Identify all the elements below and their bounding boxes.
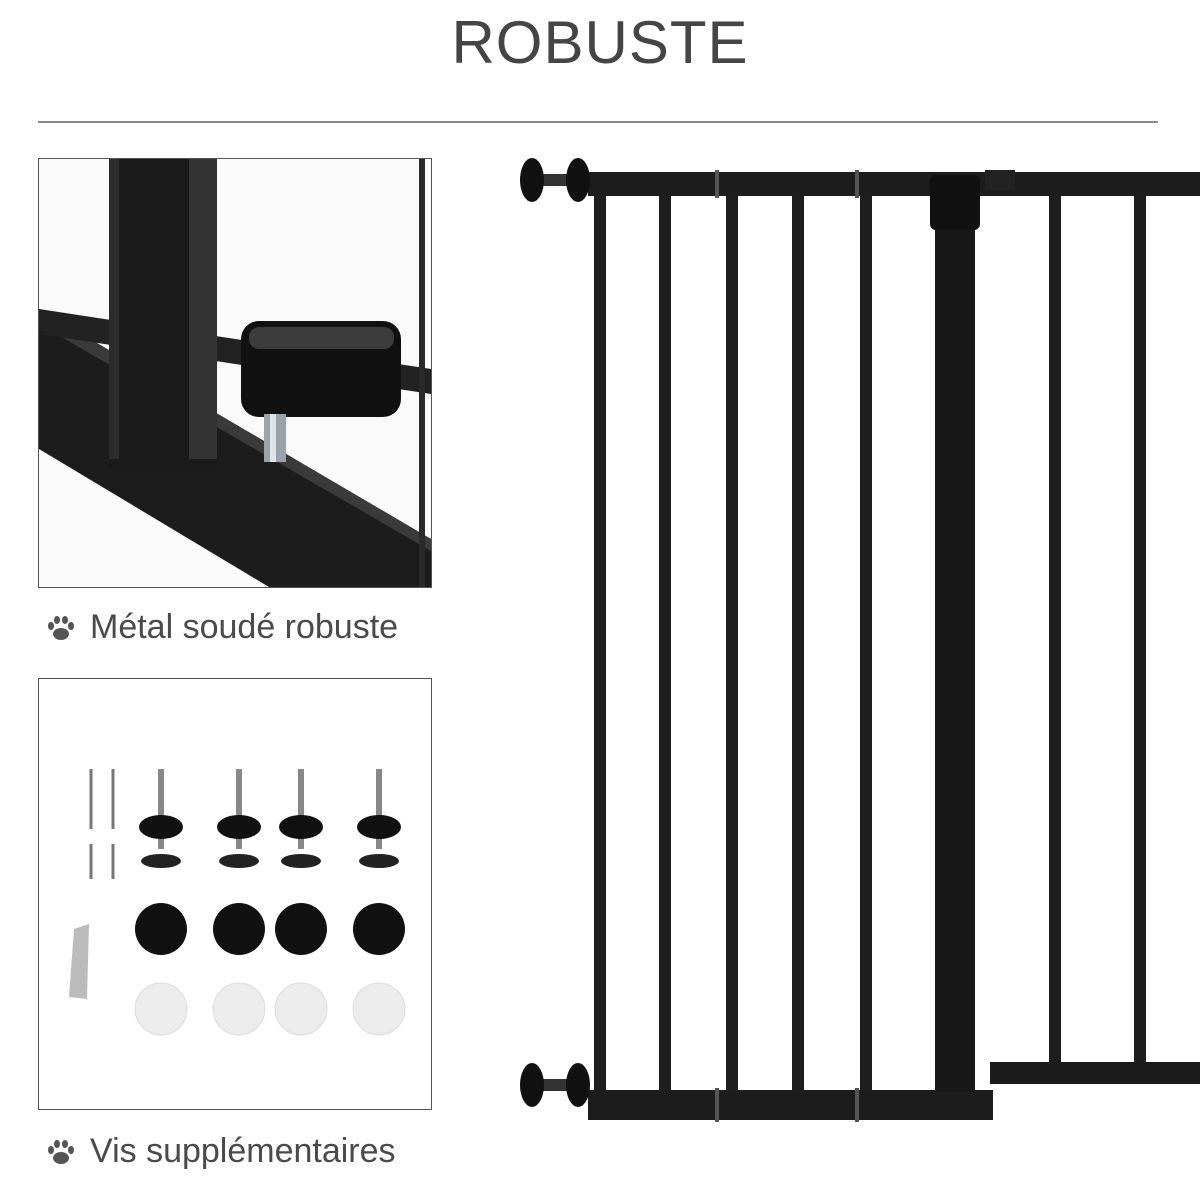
door-bottom-rail (990, 1062, 1200, 1084)
adjust-nut (139, 815, 183, 839)
feature-caption-screws: Vis supplémentaires (46, 1132, 396, 1171)
gate-bar (659, 194, 671, 1092)
gate-bar (594, 194, 606, 1092)
page-title: ROBUSTE (451, 9, 749, 76)
adjust-nut (217, 815, 261, 839)
gate-bar (792, 194, 804, 1092)
hinge (985, 170, 1015, 190)
latch-block (930, 175, 980, 230)
pressure-foot (281, 854, 321, 868)
rubber-pad (275, 903, 327, 955)
rubber-pad (135, 903, 187, 955)
caption-text: Vis supplémentaires (90, 1132, 396, 1170)
paw-icon (48, 615, 74, 640)
rubber-pad (213, 903, 265, 955)
caption-text: Métal soudé robuste (90, 608, 399, 646)
pressure-foot (359, 854, 399, 868)
rail-joint (855, 1088, 859, 1122)
adhesive-pad (134, 982, 188, 1036)
pressure-knob (520, 1063, 544, 1107)
paw-icon (48, 1139, 74, 1164)
adjust-nut (357, 815, 401, 839)
pressure-foot (141, 854, 181, 868)
adhesive-pad (352, 982, 406, 1036)
gate-bar (1049, 194, 1061, 1064)
safety-gate-image (520, 158, 1200, 1122)
threaded-rod (236, 769, 242, 849)
pressure-knob (520, 158, 544, 202)
threaded-rod (376, 769, 382, 849)
threaded-rod (158, 769, 164, 849)
bottom-rail (588, 1090, 993, 1120)
gate-post (935, 180, 975, 1092)
extra-screws-image (38, 678, 432, 1110)
rail-joint (715, 1088, 719, 1122)
gate-bar (860, 194, 872, 1092)
rail-joint (715, 170, 719, 198)
feature-caption-welded: Métal soudé robuste (46, 608, 398, 647)
welded-metal-closeup (38, 158, 432, 588)
pressure-knob (566, 158, 590, 202)
gate-bar (1134, 194, 1146, 1064)
pressure-foot (219, 854, 259, 868)
rail-joint (855, 170, 859, 198)
top-rail (588, 172, 1200, 196)
pressure-knob (566, 1063, 590, 1107)
wall-cup-strip (69, 924, 89, 999)
adhesive-pad (212, 982, 266, 1036)
rubber-pad (353, 903, 405, 955)
adhesive-pad (274, 982, 328, 1036)
gate-bar (726, 194, 738, 1092)
adjust-nut (279, 815, 323, 839)
threaded-rod (298, 769, 304, 849)
title-divider (38, 121, 1158, 123)
